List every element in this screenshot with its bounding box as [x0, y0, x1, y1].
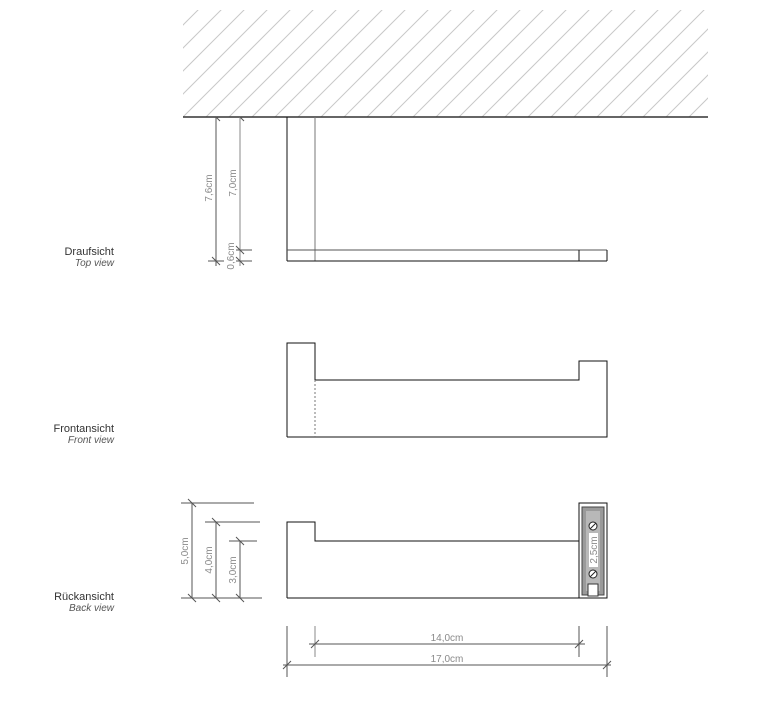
label-front-view-en: Front view — [67, 435, 114, 446]
wall-hatch — [183, 10, 708, 117]
dim-width-total: 17,0cm — [431, 654, 464, 665]
label-top-view-en: Top view — [74, 258, 114, 269]
label-back-view-en: Back view — [68, 603, 114, 614]
dim-mount-plate: 2,5cm — [589, 536, 600, 563]
width-dimensions — [282, 626, 612, 677]
dim-top-thickness: 0,6cm — [226, 242, 237, 269]
dim-width-inner: 14,0cm — [431, 633, 464, 644]
dim-top-depth-total: 7,6cm — [204, 174, 215, 201]
dim-top-depth-inner: 7,0cm — [228, 169, 239, 196]
label-top-view: Draufsicht Top view — [4, 246, 114, 270]
dim-back-height-total: 5,0cm — [180, 537, 191, 564]
label-top-view-de: Draufsicht — [64, 246, 114, 258]
front-view-outline — [286, 342, 608, 438]
back-view-outline — [286, 521, 607, 599]
screw-icon-top — [588, 521, 598, 531]
label-back-view: Rückansicht Back view — [4, 591, 114, 615]
dim-back-height-mid: 4,0cm — [204, 546, 215, 573]
label-front-view-de: Frontansicht — [53, 423, 114, 435]
label-back-view-de: Rückansicht — [54, 591, 114, 603]
back-view-dimensions — [181, 498, 262, 603]
dim-back-height-low: 3,0cm — [228, 556, 239, 583]
top-view-dimensions — [208, 116, 252, 266]
screw-icon-bottom — [588, 569, 598, 579]
label-front-view: Frontansicht Front view — [4, 423, 114, 447]
top-view-outline — [286, 117, 608, 262]
